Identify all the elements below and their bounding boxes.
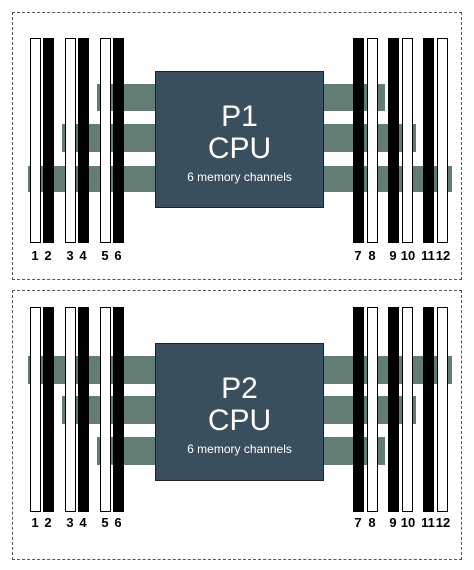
dimm-slot-3 [65,307,76,512]
slot-number: 10 [400,515,416,530]
slot-number: 12 [435,515,451,530]
slot-number: 12 [435,248,451,263]
slot-number: 7 [354,515,362,530]
dimm-slot-7 [353,307,364,512]
slot-number: 10 [400,248,416,263]
dimm-slot-6 [113,307,124,512]
slot-number: 2 [44,515,52,530]
slot-number: 7 [354,248,362,263]
dimm-slot-10 [402,38,413,243]
dimm-slot-9 [388,307,399,512]
dimm-slot-7 [353,38,364,243]
cpu-block-p1: P1 CPU 6 memory channels [155,71,324,208]
slot-number: 11 [421,515,435,530]
slot-number: 5 [101,515,109,530]
slot-number: 3 [66,248,74,263]
dimm-slot-11 [423,38,434,243]
slot-number: 4 [79,248,87,263]
cpu-subtitle: 6 memory channels [187,170,292,184]
cpu-label: CPU [207,404,272,437]
dimm-slot-3 [65,38,76,243]
dimm-slot-5 [100,307,111,512]
slot-number: 11 [421,248,435,263]
dimm-slot-2 [43,307,54,512]
dimm-slot-11 [423,307,434,512]
dimm-slot-12 [437,307,448,512]
dimm-slot-8 [367,307,378,512]
cpu-name: P2 [221,372,258,405]
slot-number: 2 [44,248,52,263]
dimm-slot-12 [437,38,448,243]
cpu-subtitle: 6 memory channels [187,442,292,456]
slot-number: 3 [66,515,74,530]
dimm-slot-4 [78,307,89,512]
slot-number: 4 [79,515,87,530]
dimm-slot-2 [43,38,54,243]
slot-number: 9 [389,515,397,530]
processor-panel-p1 [12,12,462,280]
slot-number: 8 [368,515,376,530]
dimm-slot-6 [113,38,124,243]
dimm-slot-10 [402,307,413,512]
slot-number: 9 [389,248,397,263]
cpu-block-p2: P2 CPU 6 memory channels [155,343,324,481]
dimm-slot-9 [388,38,399,243]
dimm-slot-1 [30,307,41,512]
slot-number: 6 [114,515,122,530]
slot-number: 1 [31,515,39,530]
dimm-slot-8 [367,38,378,243]
slot-number: 8 [368,248,376,263]
cpu-label: CPU [207,132,272,165]
slot-number: 1 [31,248,39,263]
dimm-slot-5 [100,38,111,243]
processor-panel-p2 [12,290,462,560]
slot-number: 5 [101,248,109,263]
slot-number: 6 [114,248,122,263]
dimm-slot-4 [78,38,89,243]
dimm-slot-1 [30,38,41,243]
cpu-name: P1 [221,100,258,133]
